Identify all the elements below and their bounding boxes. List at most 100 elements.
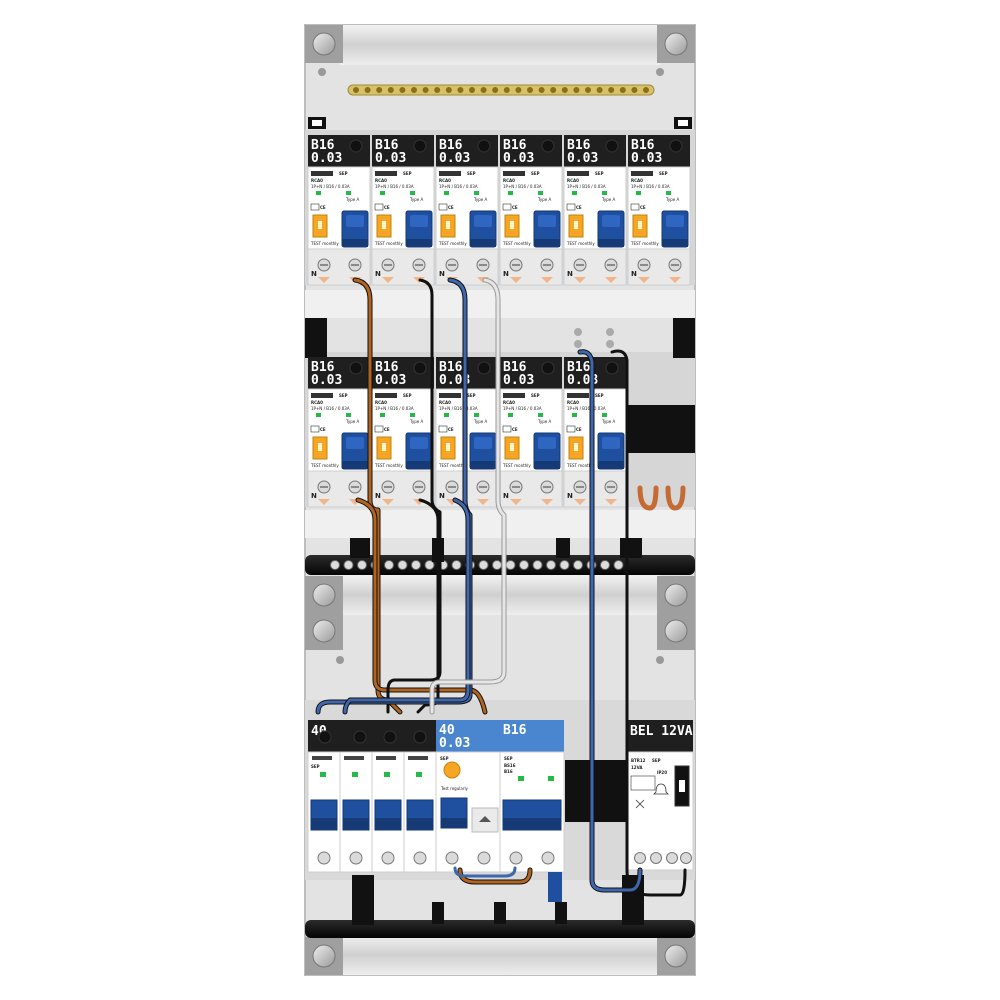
neutral-label: N xyxy=(311,492,317,500)
brand-label: SEP xyxy=(311,764,320,769)
breaker-rating: B16 xyxy=(567,138,591,153)
test-label: TEST monthly xyxy=(438,241,467,246)
status-indicator xyxy=(416,772,422,777)
test-label: TEST monthly xyxy=(310,241,339,246)
terminal-screw-icon[interactable] xyxy=(349,851,363,865)
blue-wire xyxy=(578,350,642,892)
ce-mark: CE xyxy=(384,205,390,210)
model-label: RCA0 xyxy=(439,178,451,183)
test-label: TEST monthly xyxy=(374,241,403,246)
type-label: Type A xyxy=(345,419,359,424)
brand-label: SEP xyxy=(595,393,604,398)
brand-logo xyxy=(344,756,364,760)
busbar-terminal xyxy=(364,87,371,93)
terminal-screw-icon[interactable] xyxy=(445,851,459,865)
brand-label: SEP xyxy=(595,171,604,176)
brand-logo xyxy=(311,171,333,176)
brand-logo xyxy=(439,393,461,398)
terminal-screw-icon[interactable] xyxy=(317,851,331,865)
status-indicator xyxy=(384,772,390,777)
terminal-screw-icon[interactable] xyxy=(477,851,491,865)
grey-wire xyxy=(430,278,506,714)
terminal-screw-icon[interactable] xyxy=(680,852,692,864)
terminal-screw-icon[interactable] xyxy=(541,851,555,865)
brand-label: SEP xyxy=(403,171,412,176)
busbar-terminal xyxy=(434,87,441,93)
bell-icon xyxy=(653,783,669,795)
breaker-sensitivity: 0.03 xyxy=(375,373,406,388)
brand-label: SEP xyxy=(531,171,540,176)
brand-label: SEP xyxy=(659,171,668,176)
test-label: TEST monthly xyxy=(502,463,531,468)
terminal-screw-icon[interactable] xyxy=(509,851,523,865)
brand-label: SEP xyxy=(467,171,476,176)
disposal-icon xyxy=(635,799,645,809)
neutral-label: N xyxy=(503,270,509,278)
breaker-sensitivity: 0.03 xyxy=(631,151,662,166)
screw-icon xyxy=(657,937,695,975)
spec-label: 1P+N / B16 / 0.03A xyxy=(311,406,350,411)
busbar-terminal xyxy=(422,87,429,93)
brand-logo xyxy=(375,171,397,176)
terminal-screw-icon[interactable] xyxy=(634,852,646,864)
ce-mark: CE xyxy=(512,205,518,210)
test-label: TEST monthly xyxy=(566,463,595,468)
brand-logo xyxy=(503,171,525,176)
status-indicator xyxy=(444,191,449,195)
breaker-rating: B16 xyxy=(311,138,335,153)
spec-label: 1P+N / B16 / 0.03A xyxy=(375,406,414,411)
breaker-rating: B16 xyxy=(375,360,399,375)
spec-label: 1P+N / B16 / 0.03A xyxy=(503,184,542,189)
brand-label: SEP xyxy=(652,758,661,763)
status-indicator xyxy=(636,191,641,195)
terminal-screw-icon[interactable] xyxy=(413,851,427,865)
bell-model: BTR12 xyxy=(631,758,646,763)
brand-logo xyxy=(376,756,396,760)
neutral-terminal xyxy=(330,560,340,570)
neutral-terminal xyxy=(573,560,583,570)
brand-label: SEP xyxy=(339,393,348,398)
mcb-sub: B16 xyxy=(504,769,513,774)
type-label: Type A xyxy=(473,197,487,202)
terminal-screw-icon[interactable] xyxy=(381,851,395,865)
neutral-terminal xyxy=(519,560,529,570)
neutral-terminal xyxy=(532,560,543,570)
brown-wire xyxy=(356,498,487,714)
ce-mark: CE xyxy=(320,427,326,432)
neutral-label: N xyxy=(503,492,509,500)
rcd-sensitivity: 0.03 xyxy=(439,736,470,751)
test-label: TEST monthly xyxy=(566,241,595,246)
neutral-label: N xyxy=(631,270,637,278)
brand-logo xyxy=(375,393,397,398)
neutral-label: N xyxy=(439,270,445,278)
terminal-screw-icon[interactable] xyxy=(666,852,678,864)
spec-label: 1P+N / B16 / 0.03A xyxy=(503,406,542,411)
model-label: RCA0 xyxy=(567,400,579,405)
test-label: Test regularly xyxy=(440,786,469,791)
test-label: TEST monthly xyxy=(310,463,339,468)
brand-label: SEP xyxy=(403,393,412,398)
type-label: Type A xyxy=(473,419,487,424)
neutral-terminal xyxy=(546,560,556,570)
neutral-label: N xyxy=(311,270,317,278)
breaker-rating: B16 xyxy=(503,138,527,153)
status-indicator xyxy=(602,191,607,195)
busbar-terminal xyxy=(619,87,626,93)
test-button[interactable] xyxy=(443,761,461,779)
terminal-screw-icon[interactable] xyxy=(650,852,662,864)
